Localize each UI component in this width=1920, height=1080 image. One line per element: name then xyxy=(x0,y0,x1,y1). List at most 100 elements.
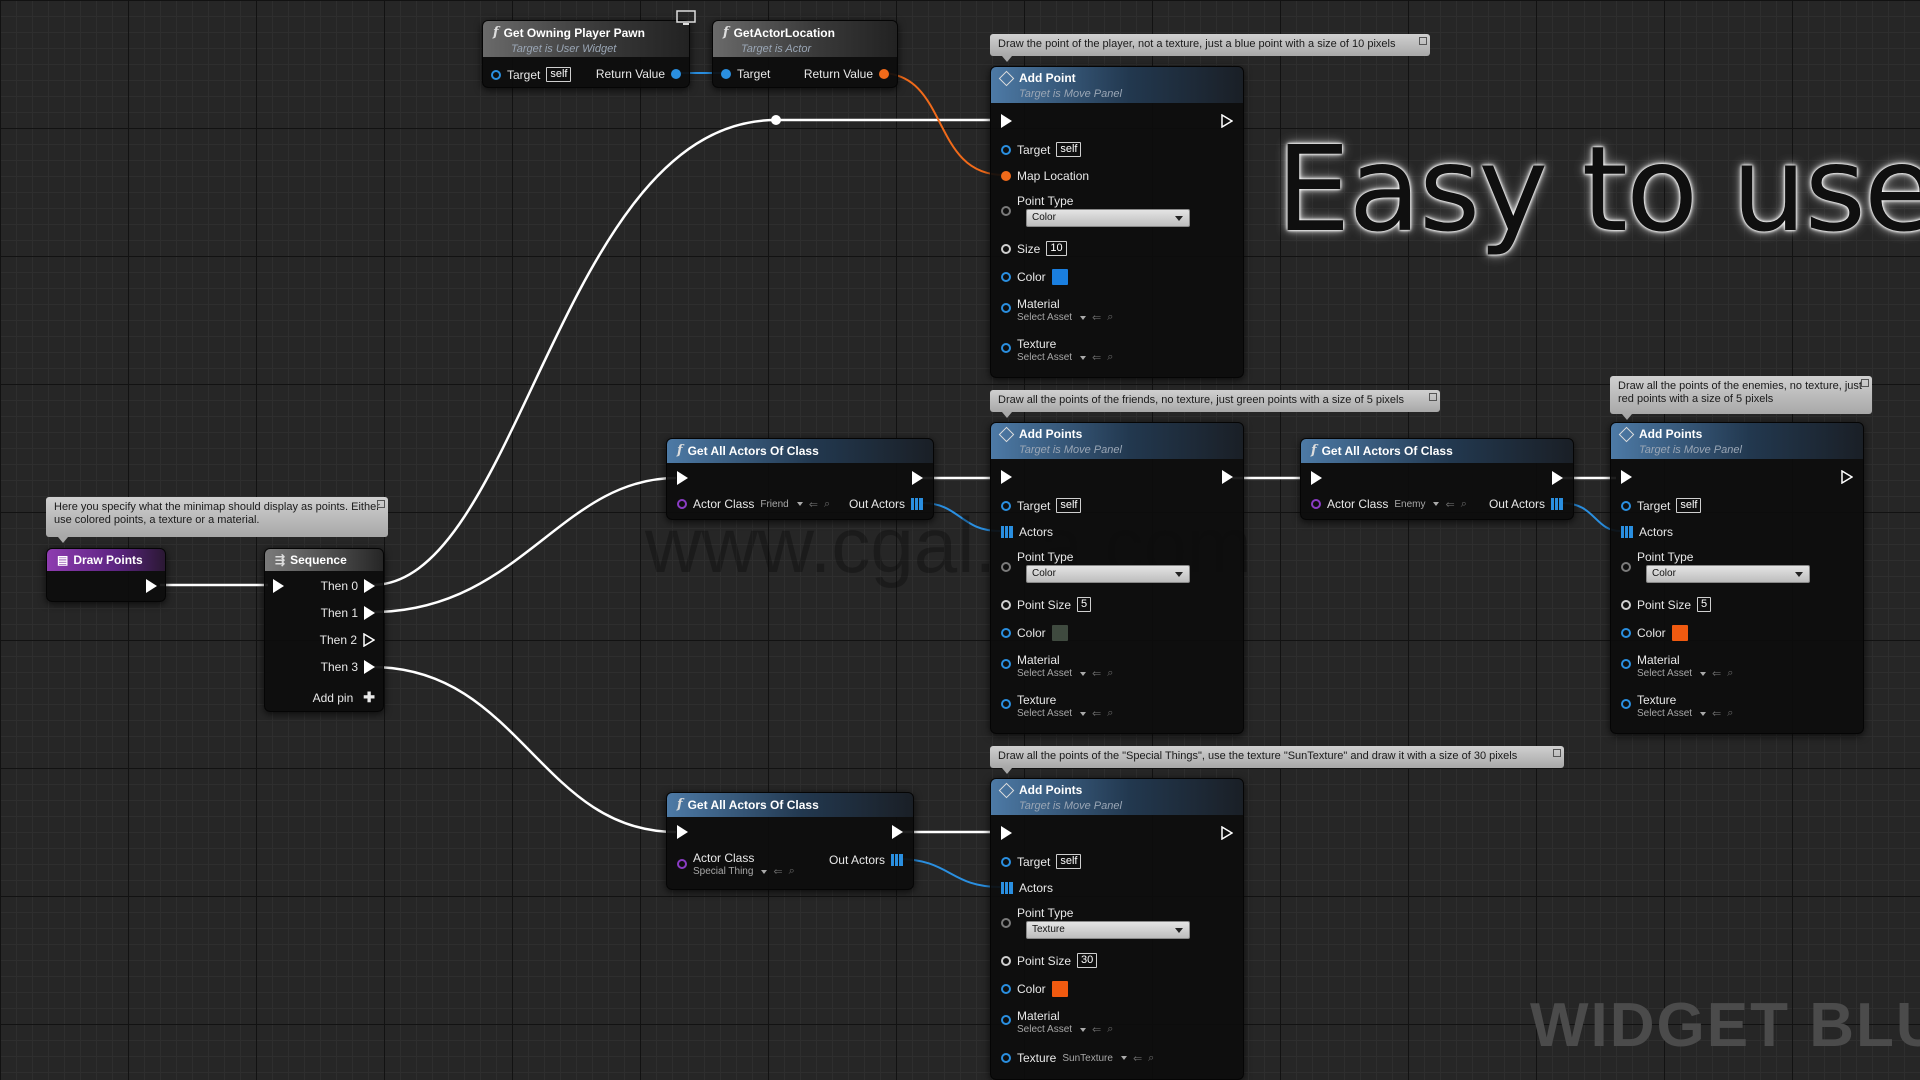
browse-icon[interactable]: ⇐ xyxy=(1712,708,1722,720)
texture-asset-picker[interactable]: Select Asset xyxy=(1637,708,1693,719)
object-pin-icon[interactable] xyxy=(1001,659,1011,669)
exec-pin-icon[interactable] xyxy=(1001,470,1012,484)
point-type-dropdown[interactable]: Color xyxy=(1646,565,1810,583)
class-pin-icon[interactable] xyxy=(677,499,687,509)
object-pin-icon[interactable] xyxy=(1001,500,1011,511)
class-pin-icon[interactable] xyxy=(1311,499,1321,509)
object-pin-icon[interactable] xyxy=(1001,303,1011,313)
search-icon[interactable]: ⌕ xyxy=(1107,311,1114,323)
draw-points-event-node[interactable]: ▤Draw Points xyxy=(46,548,166,602)
struct-pin-icon[interactable] xyxy=(1001,984,1011,994)
browse-icon[interactable]: ⇐ xyxy=(1092,668,1102,680)
material-asset-picker[interactable]: Select Asset xyxy=(1017,668,1073,679)
comment-friends[interactable]: Draw all the points of the friends, no t… xyxy=(990,390,1440,418)
self-value[interactable]: self xyxy=(1056,498,1082,513)
exec-pin-icon[interactable] xyxy=(364,606,375,620)
struct-pin-icon[interactable] xyxy=(1001,628,1011,638)
browse-icon[interactable]: ⇐ xyxy=(808,498,818,511)
point-type-dropdown[interactable]: Color xyxy=(1026,565,1190,583)
exec-pin-icon[interactable] xyxy=(1222,470,1233,484)
exec-pin-icon[interactable] xyxy=(364,660,375,674)
material-asset-picker[interactable]: Select Asset xyxy=(1637,668,1693,679)
actor-class-picker[interactable]: Friend xyxy=(760,498,789,510)
struct-pin-icon[interactable] xyxy=(1621,628,1631,638)
exec-pin-icon[interactable] xyxy=(364,579,375,593)
comment-bubble-toggle[interactable] xyxy=(1553,749,1561,757)
browse-icon[interactable]: ⇐ xyxy=(1092,708,1102,720)
color-swatch[interactable] xyxy=(1051,625,1068,641)
number-pin-icon[interactable] xyxy=(1001,243,1011,254)
search-icon[interactable]: ⌕ xyxy=(1460,497,1467,510)
texture-asset-picker[interactable]: Select Asset xyxy=(1017,708,1073,719)
enum-pin-icon[interactable] xyxy=(1621,562,1631,572)
object-pin-icon[interactable] xyxy=(1001,699,1011,709)
search-icon[interactable]: ⌕ xyxy=(1148,1051,1155,1064)
array-pin-icon[interactable] xyxy=(1001,882,1013,894)
self-value[interactable]: self xyxy=(1056,854,1082,869)
search-icon[interactable]: ⌕ xyxy=(1107,1023,1114,1035)
enum-pin-icon[interactable] xyxy=(1001,206,1011,216)
search-icon[interactable]: ⌕ xyxy=(823,497,831,510)
color-swatch[interactable] xyxy=(1051,269,1068,285)
actor-class-picker[interactable]: Special Thing xyxy=(693,866,754,877)
class-pin-icon[interactable] xyxy=(677,859,687,869)
browse-icon[interactable]: ⇐ xyxy=(1092,352,1102,364)
exec-pin-icon[interactable] xyxy=(273,579,284,593)
browse-icon[interactable]: ⇐ xyxy=(1712,668,1722,680)
object-pin-icon[interactable] xyxy=(1621,659,1631,669)
sequence-node[interactable]: ⇶Sequence Then 0 Then 1 Then 2 Then 3 Ad… xyxy=(264,548,384,712)
comment-bubble-toggle[interactable] xyxy=(1419,37,1427,45)
comment-intro[interactable]: Here you specify what the minimap should… xyxy=(46,497,388,543)
number-pin-icon[interactable] xyxy=(1621,599,1631,610)
search-icon[interactable]: ⌕ xyxy=(788,865,795,877)
number-pin-icon[interactable] xyxy=(1001,955,1011,966)
size-input[interactable]: 10 xyxy=(1046,241,1067,256)
browse-icon[interactable]: ⇐ xyxy=(1092,312,1102,324)
point-size-input[interactable]: 30 xyxy=(1077,953,1098,968)
array-pin-icon[interactable] xyxy=(1001,526,1013,538)
comment-enemies[interactable]: Draw all the points of the enemies, no t… xyxy=(1610,376,1872,420)
object-pin-icon[interactable] xyxy=(1621,699,1631,709)
color-swatch[interactable] xyxy=(1671,625,1688,641)
object-pin-icon[interactable] xyxy=(1001,856,1011,867)
object-pin-icon[interactable] xyxy=(1001,1015,1011,1025)
exec-pin-icon[interactable] xyxy=(677,471,688,485)
actor-class-picker[interactable]: Enemy xyxy=(1394,498,1426,510)
enum-pin-icon[interactable] xyxy=(1001,562,1011,572)
add-pin-button[interactable]: Add pin✚ xyxy=(313,689,375,706)
array-pin-icon[interactable] xyxy=(1621,526,1633,538)
texture-asset-picker[interactable]: Select Asset xyxy=(1017,352,1073,363)
exec-pin-icon[interactable] xyxy=(363,633,375,647)
vector-pin-icon[interactable] xyxy=(1001,171,1011,181)
object-pin-icon[interactable] xyxy=(721,69,731,79)
exec-pin-icon[interactable] xyxy=(146,579,157,593)
comment-player[interactable]: Draw the point of the player, not a text… xyxy=(990,34,1430,62)
exec-pin-icon[interactable] xyxy=(912,471,923,485)
point-size-input[interactable]: 5 xyxy=(1697,597,1712,612)
self-value[interactable]: self xyxy=(1056,142,1082,157)
object-pin-icon[interactable] xyxy=(1001,144,1011,155)
exec-pin-icon[interactable] xyxy=(892,825,903,839)
array-pin-icon[interactable] xyxy=(1551,498,1563,510)
search-icon[interactable]: ⌕ xyxy=(1107,351,1114,363)
self-value[interactable]: self xyxy=(1676,498,1702,513)
exec-pin-icon[interactable] xyxy=(1552,471,1563,485)
exec-pin-icon[interactable] xyxy=(1221,114,1233,128)
color-swatch[interactable] xyxy=(1051,981,1068,997)
browse-icon[interactable]: ⇐ xyxy=(1132,1052,1143,1065)
wire-reroute-node[interactable] xyxy=(771,115,781,125)
object-pin-icon[interactable] xyxy=(671,69,681,79)
object-pin-icon[interactable] xyxy=(491,69,501,80)
comment-bubble-toggle[interactable] xyxy=(377,500,385,508)
exec-pin-icon[interactable] xyxy=(1621,470,1632,484)
point-size-input[interactable]: 5 xyxy=(1077,597,1092,612)
texture-asset-picker[interactable]: SunTexture xyxy=(1062,1052,1113,1064)
